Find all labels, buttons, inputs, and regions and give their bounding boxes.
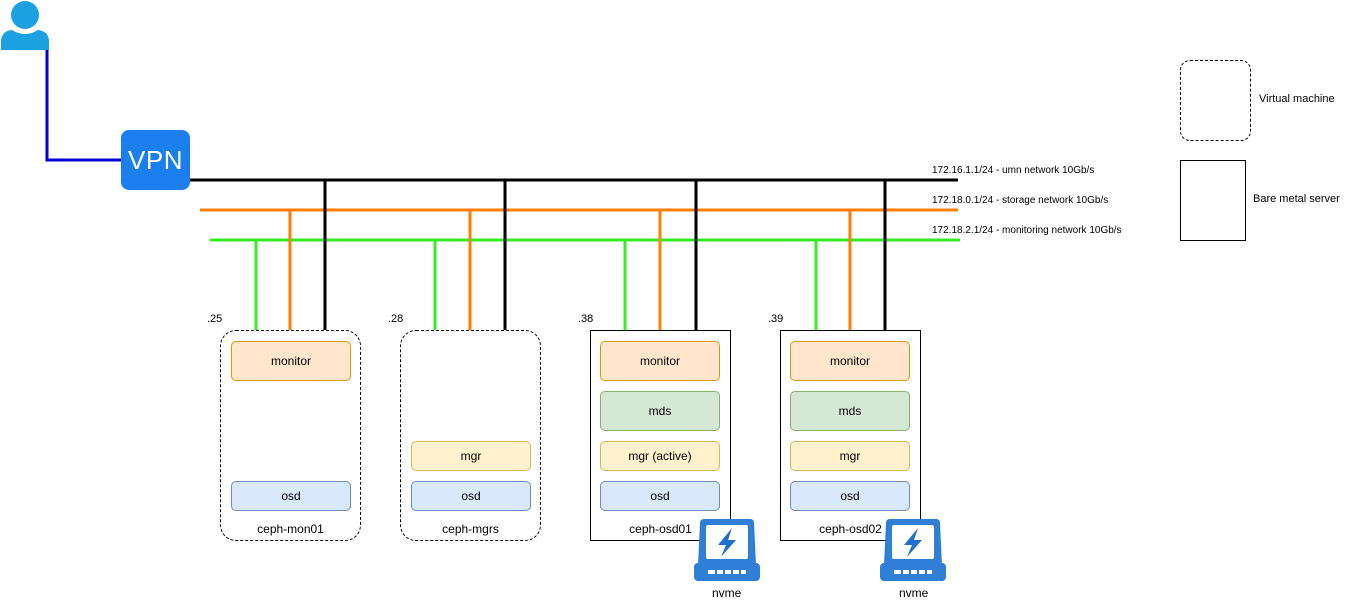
vpn-label: VPN [128,144,183,175]
nvme-label: nvme [899,586,929,600]
service-monitor: monitor [231,341,351,381]
service-mgr-active: mgr (active) [600,441,720,471]
server-name: ceph-mgrs [442,522,499,536]
server-ceph-osd02: monitor mds mgr osd ceph-osd02 [780,330,921,541]
service-osd: osd [411,481,531,511]
ssd-bolt-icon [694,519,760,581]
nvme-label: nvme [712,586,742,600]
umn-network-label: 172.16.1.1/24 - umn network 10Gb/s [932,165,1095,176]
service-osd: osd [231,481,351,511]
user-icon [1,1,49,50]
server-ip-mgrs: .28 [388,313,404,325]
server-ip-osd01: .38 [578,313,594,325]
service-osd: osd [600,481,720,511]
legend-bm-swatch [1180,160,1246,241]
vpn-node: VPN [121,130,190,190]
server-ip-osd02: .39 [768,313,784,325]
server-ceph-mgrs: mgr osd ceph-mgrs [400,330,541,541]
user-vpn-link [45,48,121,162]
legend-vm-label: Virtual machine [1259,93,1335,105]
legend-vm-swatch [1180,60,1251,141]
ssd-bolt-icon [880,519,946,581]
server-name: ceph-osd02 [819,522,882,536]
service-monitor: monitor [790,341,910,381]
monitoring-network-label: 172.18.2.1/24 - monitoring network 10Gb/… [932,225,1122,236]
storage-network-label: 172.18.0.1/24 - storage network 10Gb/s [932,195,1109,206]
server-name: ceph-osd01 [629,522,692,536]
server-ip-mon01: .25 [207,313,223,325]
service-osd: osd [790,481,910,511]
service-mds: mds [790,391,910,431]
legend-bm-label: Bare metal server [1253,193,1340,205]
service-mds: mds [600,391,720,431]
server-ceph-osd01: monitor mds mgr (active) osd ceph-osd01 [590,330,731,541]
server-ceph-mon01: monitor osd ceph-mon01 [220,330,361,541]
service-monitor: monitor [600,341,720,381]
server-name: ceph-mon01 [257,522,324,536]
service-mgr: mgr [411,441,531,471]
service-mgr: mgr [790,441,910,471]
